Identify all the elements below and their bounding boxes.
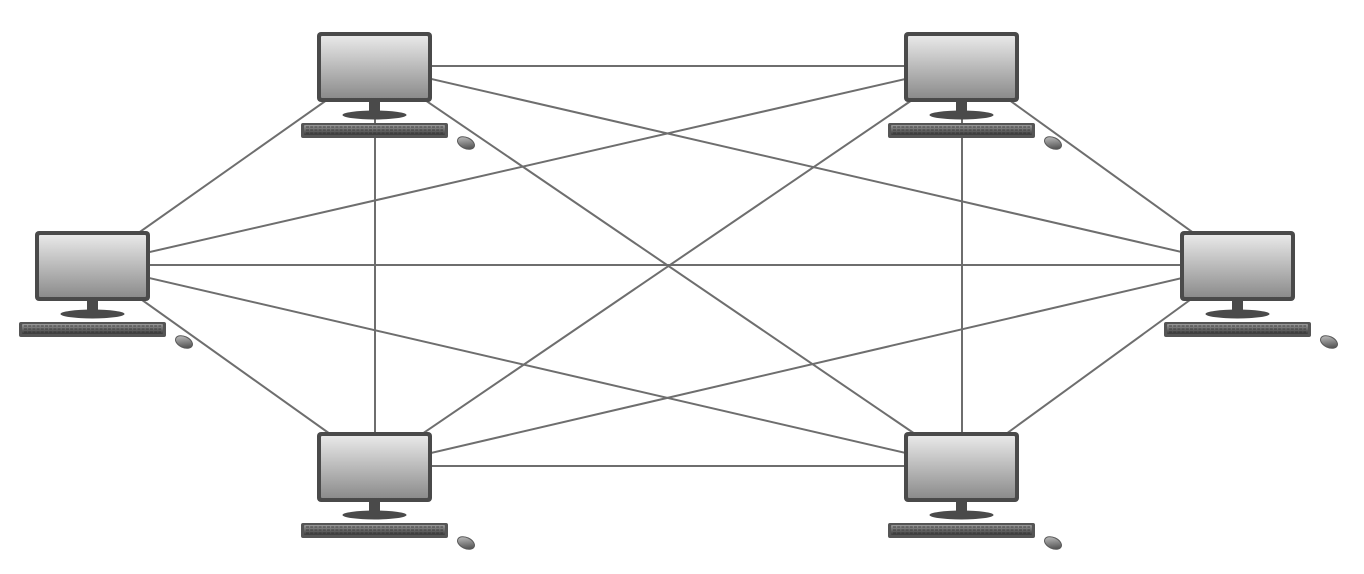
monitor-neck xyxy=(369,102,380,113)
keyboard-icon xyxy=(301,523,448,538)
network-nodes xyxy=(19,32,1338,550)
monitor-neck xyxy=(1232,301,1243,312)
monitor-neck xyxy=(956,502,967,513)
monitor-screen xyxy=(321,436,428,498)
monitor-screen xyxy=(39,235,146,297)
mouse-icon xyxy=(1320,335,1338,349)
mouse-icon xyxy=(457,536,475,550)
monitor-screen xyxy=(321,36,428,98)
link-computer-top-left-to-computer-right xyxy=(374,65,1239,266)
link-computer-right-to-computer-bottom-left xyxy=(374,264,1239,467)
mouse-icon xyxy=(457,136,475,150)
mouse-icon xyxy=(1044,536,1062,550)
monitor-neck xyxy=(956,102,967,113)
monitor-icon xyxy=(1180,231,1295,319)
mouse-icon xyxy=(1044,136,1062,150)
monitor-neck xyxy=(87,301,98,312)
monitor-stand xyxy=(342,510,407,520)
monitor-icon xyxy=(904,32,1019,120)
computer-top-right xyxy=(888,32,1062,150)
computer-bottom-right xyxy=(888,432,1062,550)
network-links xyxy=(92,65,1239,467)
monitor-stand xyxy=(60,309,125,319)
monitor-stand xyxy=(1205,309,1270,319)
monitor-stand xyxy=(929,510,994,520)
computer-right xyxy=(1164,231,1338,349)
monitor-icon xyxy=(317,432,432,520)
keyboard-icon xyxy=(888,123,1035,138)
link-computer-top-right-to-computer-left xyxy=(92,65,963,266)
monitor-screen xyxy=(908,436,1015,498)
monitor-icon xyxy=(35,231,150,319)
mouse-icon xyxy=(175,335,193,349)
keyboard-icon xyxy=(19,322,166,337)
keyboard-icon xyxy=(1164,322,1311,337)
monitor-icon xyxy=(904,432,1019,520)
monitor-stand xyxy=(929,110,994,120)
monitor-screen xyxy=(1184,235,1291,297)
computer-bottom-left xyxy=(301,432,475,550)
keyboard-icon xyxy=(301,123,448,138)
link-computer-left-to-computer-bottom-right xyxy=(92,264,963,467)
keyboard-icon xyxy=(888,523,1035,538)
monitor-screen xyxy=(908,36,1015,98)
monitor-neck xyxy=(369,502,380,513)
monitor-icon xyxy=(317,32,432,120)
monitor-stand xyxy=(342,110,407,120)
computer-top-left xyxy=(301,32,475,150)
computer-left xyxy=(19,231,193,349)
